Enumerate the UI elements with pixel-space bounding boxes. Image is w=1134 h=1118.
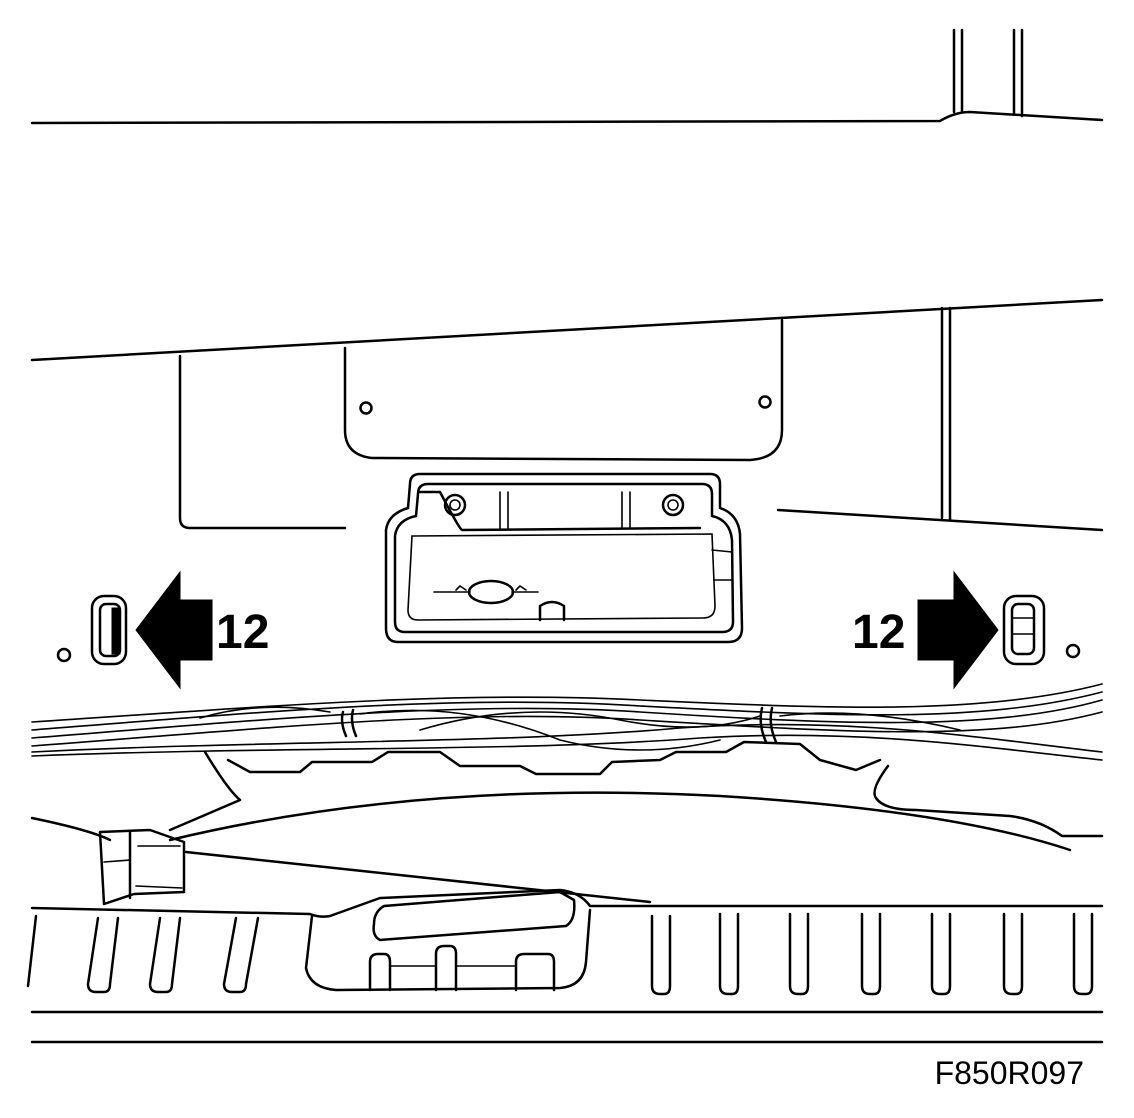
figure-code: F850R097 [935, 1055, 1084, 1091]
bottom-sill [26, 888, 1104, 1044]
mounting-hole-right [758, 395, 772, 409]
inner-panel [30, 298, 1104, 532]
handle-housing [384, 472, 744, 644]
right-hole [1065, 643, 1081, 659]
license-plate-recess [343, 318, 784, 462]
cable-tie-right [759, 706, 778, 744]
right-callout-label: 12 [852, 606, 905, 659]
screw-left [443, 493, 467, 517]
lower-panel-contour [30, 740, 1104, 904]
left-callout-label: 12 [216, 606, 269, 659]
left-hole [56, 647, 72, 663]
top-body-edge [30, 28, 1104, 125]
mounting-hole-left [359, 401, 373, 415]
connector-block [98, 828, 186, 906]
right-clip-callout: 12 [852, 570, 1081, 690]
wiring-harness [31, 683, 1103, 761]
right-arrow-icon [917, 570, 999, 690]
right-clip [1002, 594, 1046, 666]
lock-cylinder [433, 579, 539, 605]
left-clip [90, 594, 128, 666]
left-clip-callout: 12 [56, 570, 269, 690]
left-arrow-icon [135, 570, 213, 690]
screw-right [661, 493, 685, 517]
cable-tie-left [340, 708, 358, 738]
